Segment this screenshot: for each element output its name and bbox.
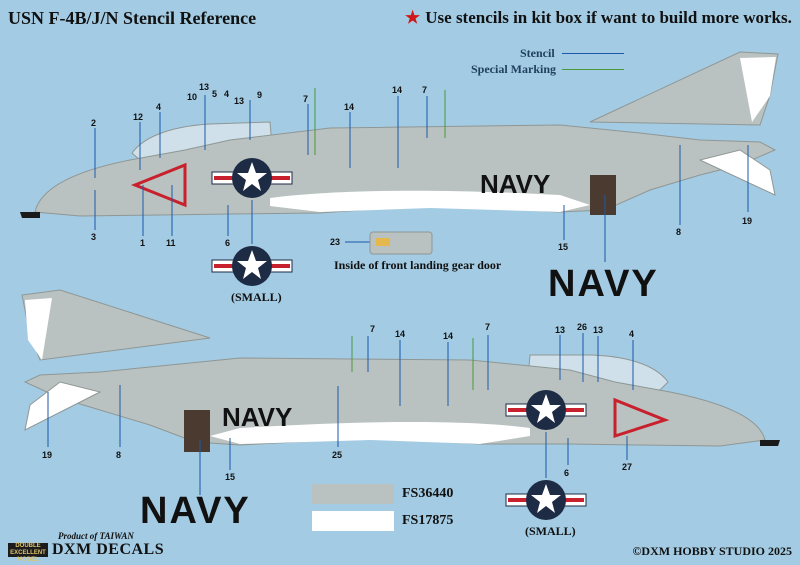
top-stabilizer — [698, 149, 776, 196]
legend-special: Special Marking — [471, 62, 556, 77]
dxm-logo-icon: DOUBLE EXCELLENT MODEL — [8, 543, 48, 563]
bottom-callout-lines — [47, 333, 634, 495]
callout-19: 19 — [742, 216, 752, 226]
bottom-nose-tip — [760, 440, 780, 446]
callout-7: 7 — [303, 94, 308, 104]
top-vertical-tail — [589, 51, 779, 126]
callout-7c: 7 — [370, 324, 375, 334]
gear-door-stencil — [376, 238, 390, 246]
star-icon: ★ — [405, 8, 421, 27]
top-callout-lines — [94, 95, 749, 262]
copyright: ©DXM HOBBY STUDIO 2025 — [632, 544, 792, 558]
bottom-roundel-small — [505, 480, 587, 520]
swatch-fs17875-label: FS17875 — [402, 513, 454, 528]
callout-2: 2 — [91, 118, 96, 128]
callout-4b: 4 — [224, 89, 229, 99]
top-exhaust — [590, 175, 616, 215]
top-special-lines — [314, 88, 446, 155]
callout-7d: 7 — [485, 322, 490, 332]
callout-7b: 7 — [422, 85, 427, 95]
callout-14b: 14 — [392, 85, 402, 95]
callout-14d: 14 — [443, 331, 453, 341]
page-title: USN F-4B/J/N Stencil Reference — [8, 8, 257, 28]
callout-8: 8 — [676, 227, 681, 237]
gear-door — [369, 231, 433, 255]
bottom-roundel — [505, 390, 587, 430]
callout-13c: 13 — [555, 325, 565, 335]
callout-3: 3 — [91, 232, 96, 242]
callout-6b: 6 — [564, 468, 569, 478]
callout-14c: 14 — [395, 329, 405, 339]
top-nose-tip — [20, 212, 40, 218]
top-belly — [270, 190, 590, 212]
callout-8b: 8 — [116, 450, 121, 460]
legend-stencil-line — [562, 53, 624, 54]
callout-1: 1 — [140, 238, 145, 248]
bottom-fuselage-navy: NAVY — [222, 402, 292, 432]
bottom-stabilizer — [24, 381, 102, 431]
top-roundel — [211, 158, 293, 198]
stencil-note: ★Use stencils in kit box if want to buil… — [405, 8, 792, 28]
callout-5: 5 — [212, 89, 217, 99]
callout-13b: 13 — [234, 96, 244, 106]
callout-13d: 13 — [593, 325, 603, 335]
swatch-fs36440-label: FS36440 — [402, 486, 454, 501]
small-caption-bottom: (SMALL) — [525, 524, 576, 538]
legend-special-line — [562, 69, 624, 70]
top-tail-white-panel — [740, 57, 776, 122]
callout-14: 14 — [344, 102, 354, 112]
callout-23: 23 — [330, 237, 340, 247]
callout-9: 9 — [257, 90, 262, 100]
small-caption-top: (SMALL) — [231, 290, 282, 304]
callout-6: 6 — [225, 238, 230, 248]
top-roundel-small — [211, 246, 293, 286]
bottom-aircraft: NAVY 7 14 14 7 13 — [21, 289, 780, 532]
product-origin: Product of TAIWAN — [58, 531, 134, 541]
top-intake-chevron — [130, 162, 187, 208]
callout-13: 13 — [199, 82, 209, 92]
bottom-special-lines — [351, 336, 474, 390]
callout-26: 26 — [577, 322, 587, 332]
swatch-fs36440 — [312, 484, 394, 504]
callout-4: 4 — [156, 102, 161, 112]
legend-special-label: Special Marking — [471, 62, 557, 76]
bottom-exhaust — [184, 410, 210, 452]
top-callout-numbers: 2 12 4 13 10 5 4 13 9 7 14 14 7 3 1 11 6… — [91, 82, 752, 252]
legend-stencil-label: Stencil — [520, 46, 555, 60]
swatch-fs17875 — [312, 511, 394, 531]
callout-27: 27 — [622, 462, 632, 472]
legend-stencil: Stencil — [520, 46, 555, 61]
callout-15b: 15 — [225, 472, 235, 482]
callout-25: 25 — [332, 450, 342, 460]
bottom-vertical-tail — [21, 289, 211, 361]
top-fuselage-navy: NAVY — [480, 169, 550, 199]
bottom-belly — [210, 422, 530, 444]
top-navy-large: NAVY — [548, 263, 659, 305]
stencil-note-text: Use stencils in kit box if want to build… — [425, 8, 792, 27]
callout-12: 12 — [133, 112, 143, 122]
callout-15: 15 — [558, 242, 568, 252]
callout-11: 11 — [166, 238, 176, 248]
gear-door-caption: Inside of front landing gear door — [334, 258, 502, 272]
top-aircraft: NAVY 2 12 — [20, 51, 779, 305]
brand-block: Product of TAIWAN DOUBLE EXCELLENT MODEL… — [8, 531, 165, 563]
callout-19b: 19 — [42, 450, 52, 460]
brand-logo: DOUBLE EXCELLENT MODEL DXM DECALS — [8, 541, 165, 563]
callout-4c: 4 — [629, 329, 634, 339]
bottom-callout-numbers: 7 14 14 7 13 26 13 4 19 8 15 25 6 27 — [42, 322, 634, 482]
callout-10: 10 — [187, 92, 197, 102]
brand-name: DXM DECALS — [52, 541, 165, 558]
bottom-intake-chevron — [613, 397, 670, 439]
bottom-tail-white-panel — [25, 298, 52, 360]
bottom-navy-large: NAVY — [140, 490, 251, 532]
